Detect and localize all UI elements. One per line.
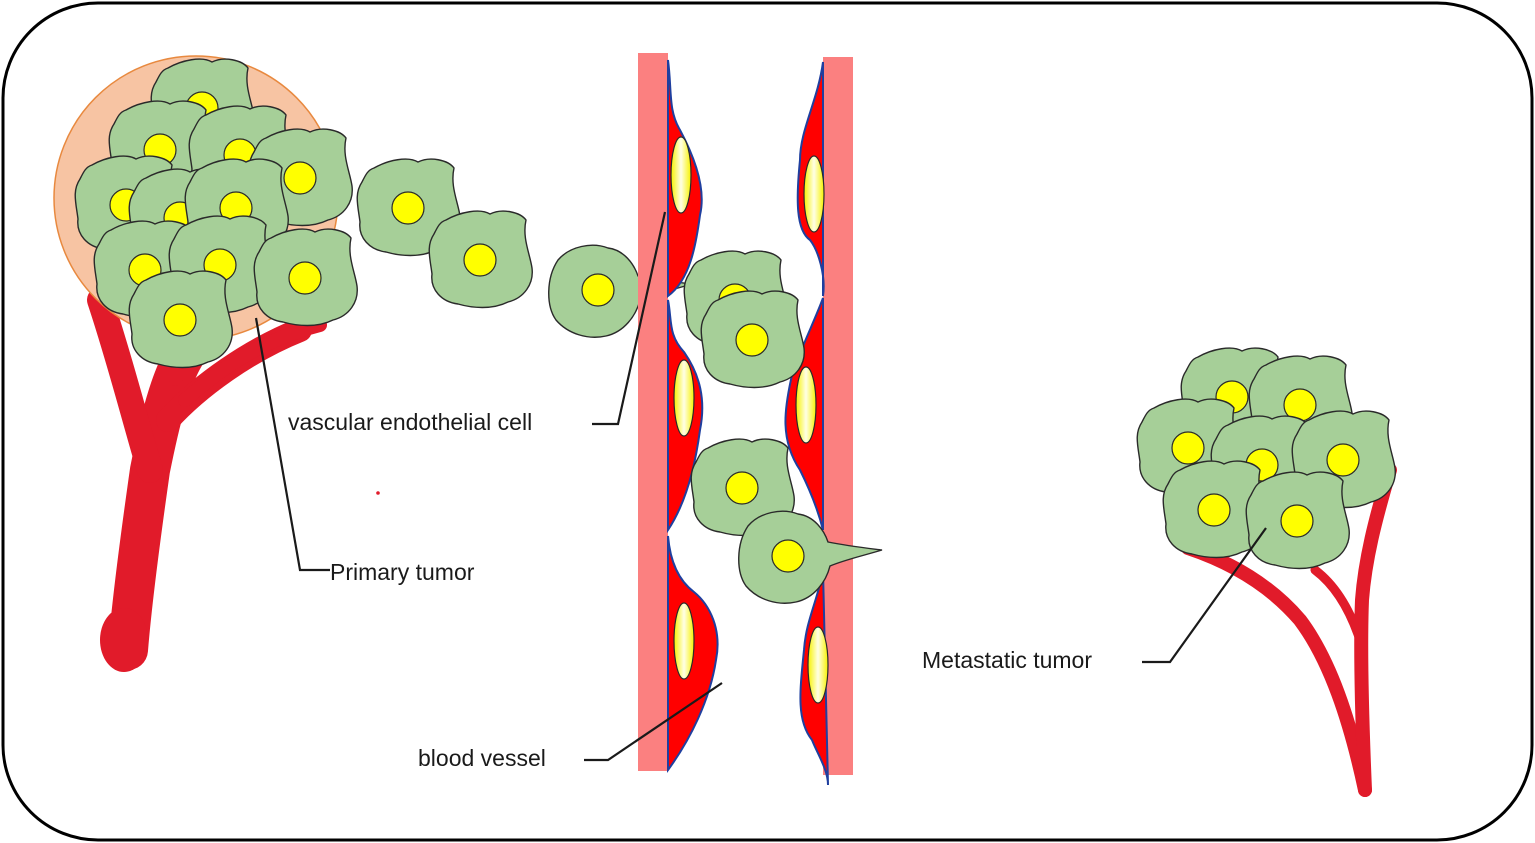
tumor-cell — [253, 228, 358, 327]
endothelial-nucleus — [795, 366, 817, 444]
endothelial-nucleus — [803, 155, 825, 233]
metastatic-tumor-group — [1136, 347, 1397, 797]
tumor-cell — [1245, 471, 1350, 570]
endothelial-nucleus — [673, 359, 695, 437]
label-blood-vessel: blood vessel — [418, 745, 546, 771]
primary-tumor-group — [53, 55, 358, 672]
endothelial-nucleus — [807, 626, 829, 704]
leader-blood-vessel — [584, 682, 723, 762]
stray-dot — [376, 491, 380, 495]
label-vascular-endothelial-cell: vascular endothelial cell — [288, 409, 532, 435]
intravasating-tumor-cell — [700, 290, 805, 389]
primary-tumor-vessel — [87, 287, 327, 672]
migrating-tumor-cell — [428, 210, 533, 309]
leader-endothelial — [592, 211, 667, 426]
endothelial-nucleus — [673, 602, 695, 680]
blood-vessel — [638, 53, 883, 786]
vessel-wall-left — [638, 53, 668, 771]
endothelial-layer-right — [784, 61, 829, 786]
metastatic-tumor-vessel — [1181, 463, 1397, 797]
label-metastatic-tumor: Metastatic tumor — [922, 647, 1092, 673]
label-primary-tumor: Primary tumor — [330, 559, 475, 585]
leader-primary-tumor — [254, 317, 330, 572]
leader-lines — [254, 211, 1267, 762]
tumor-cell — [128, 270, 233, 369]
endothelial-nucleus — [670, 136, 692, 214]
leader-metastatic-tumor — [1142, 527, 1267, 664]
